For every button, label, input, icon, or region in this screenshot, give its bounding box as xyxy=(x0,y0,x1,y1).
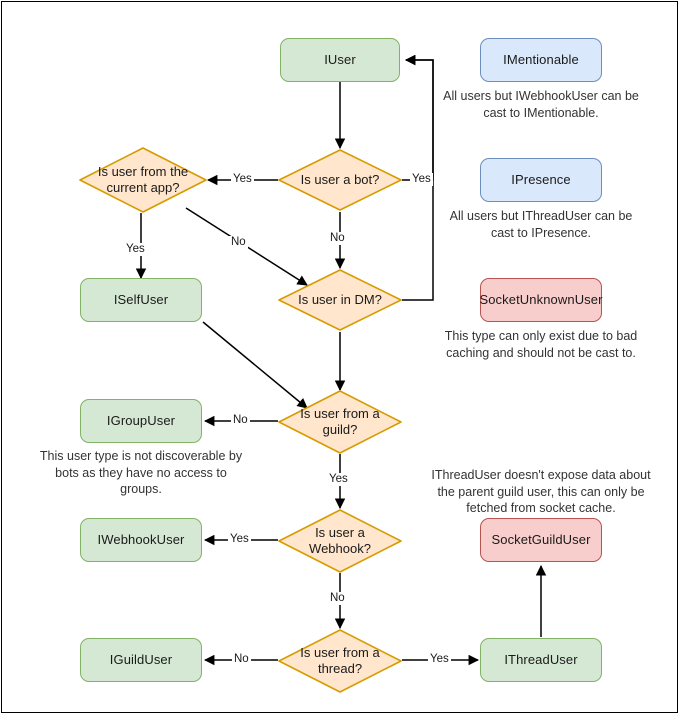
decision-is-user-from-current-app[interactable]: Is user from the current app? xyxy=(78,146,208,214)
decision-is-user-from-thread[interactable]: Is user from a thread? xyxy=(277,628,403,694)
node-imentionable[interactable]: IMentionable xyxy=(480,38,602,82)
node-igroupuser[interactable]: IGroupUser xyxy=(80,399,202,443)
diamond-shape xyxy=(278,149,402,211)
decision-is-user-a-webhook-label: Is user a Webhook? xyxy=(309,524,371,556)
decision-is-user-in-dm[interactable]: Is user in DM? xyxy=(277,268,403,332)
node-iwebhookuser-label: IWebhookUser xyxy=(97,531,185,547)
edge-isbot-yes-to-iuser xyxy=(402,54,434,181)
node-ipresence[interactable]: IPresence xyxy=(480,158,602,202)
edge-label-bot-no: No xyxy=(328,232,347,245)
node-ipresence-label: IPresence xyxy=(511,171,571,187)
decision-is-user-from-thread-label: Is user from a thread? xyxy=(300,644,380,676)
edge-label-dm-yes: Yes xyxy=(410,173,433,186)
decision-is-user-from-current-app-label: Is user from the current app? xyxy=(97,163,189,195)
note-imentionable: All users but IWebhookUser can be cast t… xyxy=(443,89,639,120)
edge-label-bot-to-currentapp-yes: Yes xyxy=(231,173,254,186)
diamond-shape xyxy=(278,629,402,693)
diamond-shape xyxy=(278,390,402,454)
node-igroupuser-label: IGroupUser xyxy=(106,412,176,428)
note-ithreaduser: IThreadUser doesn't expose data about th… xyxy=(431,468,651,515)
edge-label-guild-no: No xyxy=(231,414,250,427)
edge-indm-yes-to-iuser xyxy=(402,54,434,301)
decision-is-user-from-guild[interactable]: Is user from a guild? xyxy=(277,389,403,455)
node-iselfuser[interactable]: ISelfUser xyxy=(80,278,202,322)
decision-is-user-a-bot[interactable]: Is user a bot? xyxy=(277,148,403,212)
node-iuser[interactable]: IUser xyxy=(280,38,400,82)
decision-is-user-in-dm-label: Is user in DM? xyxy=(298,291,382,307)
diamond-shape xyxy=(278,269,402,331)
edge-label-currentapp-yes: Yes xyxy=(124,243,147,256)
edge-label-webhook-no: No xyxy=(328,592,347,605)
note-ipresence: All users but IThreadUser can be cast to… xyxy=(449,209,633,240)
edge-label-guild-yes: Yes xyxy=(327,473,350,486)
decision-is-user-a-bot-label: Is user a bot? xyxy=(300,171,380,187)
node-iguilduser[interactable]: IGuildUser xyxy=(80,638,202,682)
node-imentionable-label: IMentionable xyxy=(503,51,579,67)
node-socketguilduser-label: SocketGuildUser xyxy=(491,531,591,547)
node-iselfuser-label: ISelfUser xyxy=(113,291,169,307)
node-ithreaduser[interactable]: IThreadUser xyxy=(480,638,602,682)
node-socketguilduser[interactable]: SocketGuildUser xyxy=(480,518,602,562)
decision-is-user-from-guild-label: Is user from a guild? xyxy=(300,405,380,437)
node-iwebhookuser[interactable]: IWebhookUser xyxy=(80,518,202,562)
edge-label-thread-no: No xyxy=(232,653,251,666)
node-iguilduser-label: IGuildUser xyxy=(109,651,173,667)
note-socketunknownuser: This type can only exist due to bad cach… xyxy=(444,329,638,360)
node-ithreaduser-label: IThreadUser xyxy=(504,651,578,667)
diamond-shape xyxy=(79,147,207,213)
note-igroupuser: This user type is not discoverable by bo… xyxy=(39,449,243,496)
node-iuser-label: IUser xyxy=(324,51,356,67)
edge-label-thread-yes: Yes xyxy=(428,653,451,666)
node-socketunknownuser-label: SocketUnknownUser xyxy=(479,291,603,307)
decision-is-user-a-webhook[interactable]: Is user a Webhook? xyxy=(277,508,403,574)
diamond-shape xyxy=(278,509,402,573)
edge-label-currentapp-no: No xyxy=(229,236,248,249)
edge-iselfuser-to-fromguild xyxy=(202,321,308,409)
node-socketunknownuser[interactable]: SocketUnknownUser xyxy=(479,278,603,322)
edge-label-webhook-yes: Yes xyxy=(228,533,251,546)
